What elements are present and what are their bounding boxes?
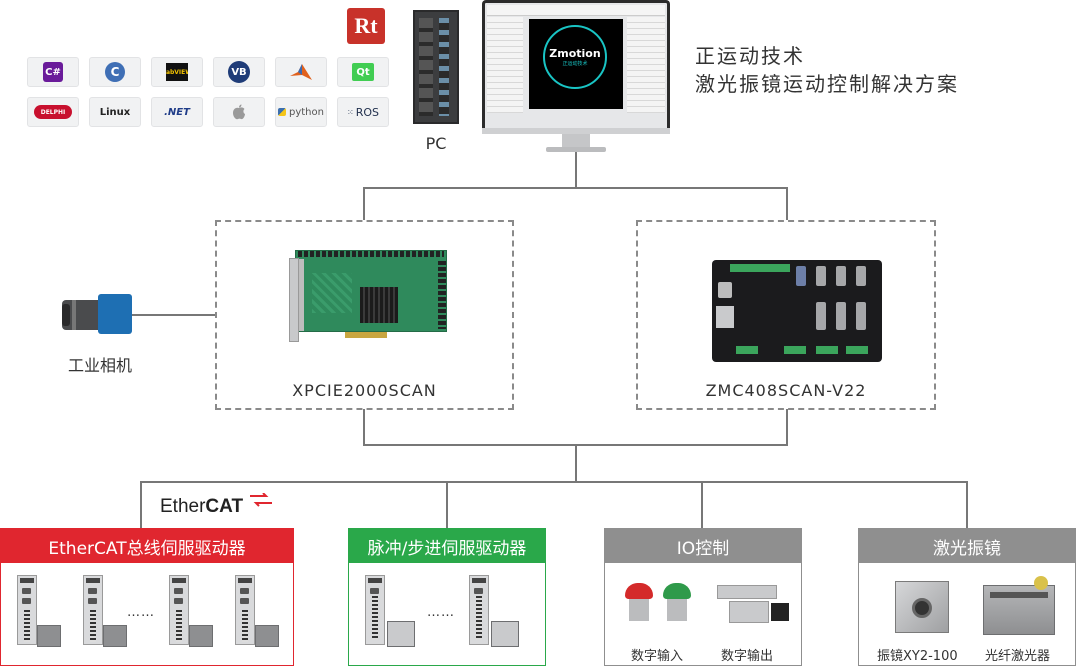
- zmotion-logo: Zmotion 正运动技术: [543, 25, 607, 89]
- servo-motor: [255, 625, 279, 647]
- title-line2: 激光振镜运动控制解决方案: [695, 72, 959, 96]
- python-icon: python: [275, 97, 327, 127]
- stepper-motor: [387, 621, 415, 647]
- xpcie-label: XPCIE2000SCAN: [292, 381, 437, 400]
- vb-icon: VB: [213, 57, 265, 87]
- io-control-header: IO控制: [605, 529, 801, 563]
- xpcie-controller-box: [215, 220, 514, 410]
- fiber-laser: [983, 576, 1055, 635]
- monitor-screen: Zmotion 正运动技术: [529, 19, 623, 109]
- green-button-icon: [663, 583, 691, 599]
- ethercat-drivers-header: EtherCAT总线伺服驱动器: [1, 529, 293, 563]
- linux-icon: Linux: [89, 97, 141, 127]
- camera-label: 工业相机: [67, 356, 132, 375]
- pneumatic-cylinder: [717, 585, 777, 599]
- apple-icon: [213, 97, 265, 127]
- galvo-caption: 振镜XY2-100: [877, 649, 958, 664]
- pulse-drivers-panel: 脉冲/步进伺服驱动器 ……: [348, 528, 546, 666]
- ros-icon: ⁙ROS: [337, 97, 389, 127]
- servo-driver: [83, 575, 103, 645]
- stepper-motor: [491, 621, 519, 647]
- pc-label: PC: [425, 134, 447, 153]
- ethercat-drivers-panel: EtherCAT总线伺服驱动器 ……: [0, 528, 294, 666]
- monitor-stand: [546, 147, 606, 152]
- camera-body: [98, 294, 132, 334]
- delphi-icon: DELPHI: [27, 97, 79, 127]
- zmc-controller: [712, 260, 882, 362]
- button-body: [629, 599, 649, 621]
- zmc-label: ZMC408SCAN-V22: [705, 381, 867, 400]
- rt-logo: Rt: [347, 8, 385, 44]
- servo-driver: [169, 575, 189, 645]
- stepper-driver: [469, 575, 489, 645]
- servo-driver: [235, 575, 255, 645]
- digital-input-caption: 数字输入: [631, 649, 684, 664]
- servo-driver: [17, 575, 37, 645]
- pcie-card: [295, 250, 447, 332]
- servo-motor: [189, 625, 213, 647]
- title-line1: 正运动技术: [695, 44, 805, 68]
- ellipsis: ……: [127, 605, 155, 620]
- monitor: Zmotion 正运动技术: [482, 0, 670, 128]
- ellipsis: ……: [427, 605, 455, 620]
- solenoid-valve: [729, 601, 769, 623]
- pcie-gold-fingers: [345, 332, 387, 338]
- laser-galvo-header: 激光振镜: [859, 529, 1075, 563]
- monitor-neck: [562, 134, 590, 148]
- dotnet-icon: .NET: [151, 97, 203, 127]
- ethercat-logo: EtherCAT: [160, 496, 244, 517]
- digital-output-caption: 数字输出: [721, 649, 774, 664]
- laser-galvo-panel: 激光振镜 振镜XY2-100 光纤激光器: [858, 528, 1076, 666]
- servo-motor: [37, 625, 61, 647]
- camera-lens: [62, 300, 100, 330]
- fiber-laser-caption: 光纤激光器: [985, 649, 1051, 664]
- pcie-bracket: [289, 258, 299, 342]
- csharp-icon: C#: [27, 57, 79, 87]
- io-control-panel: IO控制 数字输入 数字输出: [604, 528, 802, 666]
- red-button-icon: [625, 583, 653, 599]
- pc-chassis: [413, 10, 459, 124]
- button-body: [667, 599, 687, 621]
- monitor-chin: [482, 128, 670, 134]
- c-icon: C: [89, 57, 141, 87]
- valve-coil: [771, 603, 789, 621]
- qt-icon: Qt: [337, 57, 389, 87]
- pulse-drivers-header: 脉冲/步进伺服驱动器: [349, 529, 545, 563]
- zmc-controller-box: [636, 220, 936, 410]
- ethercat-arrow-icon: [250, 493, 272, 507]
- stepper-driver: [365, 575, 385, 645]
- labview-icon: LabVIEW: [151, 57, 203, 87]
- galvo-scanner: [895, 581, 949, 633]
- matlab-icon: [275, 57, 327, 87]
- servo-motor: [103, 625, 127, 647]
